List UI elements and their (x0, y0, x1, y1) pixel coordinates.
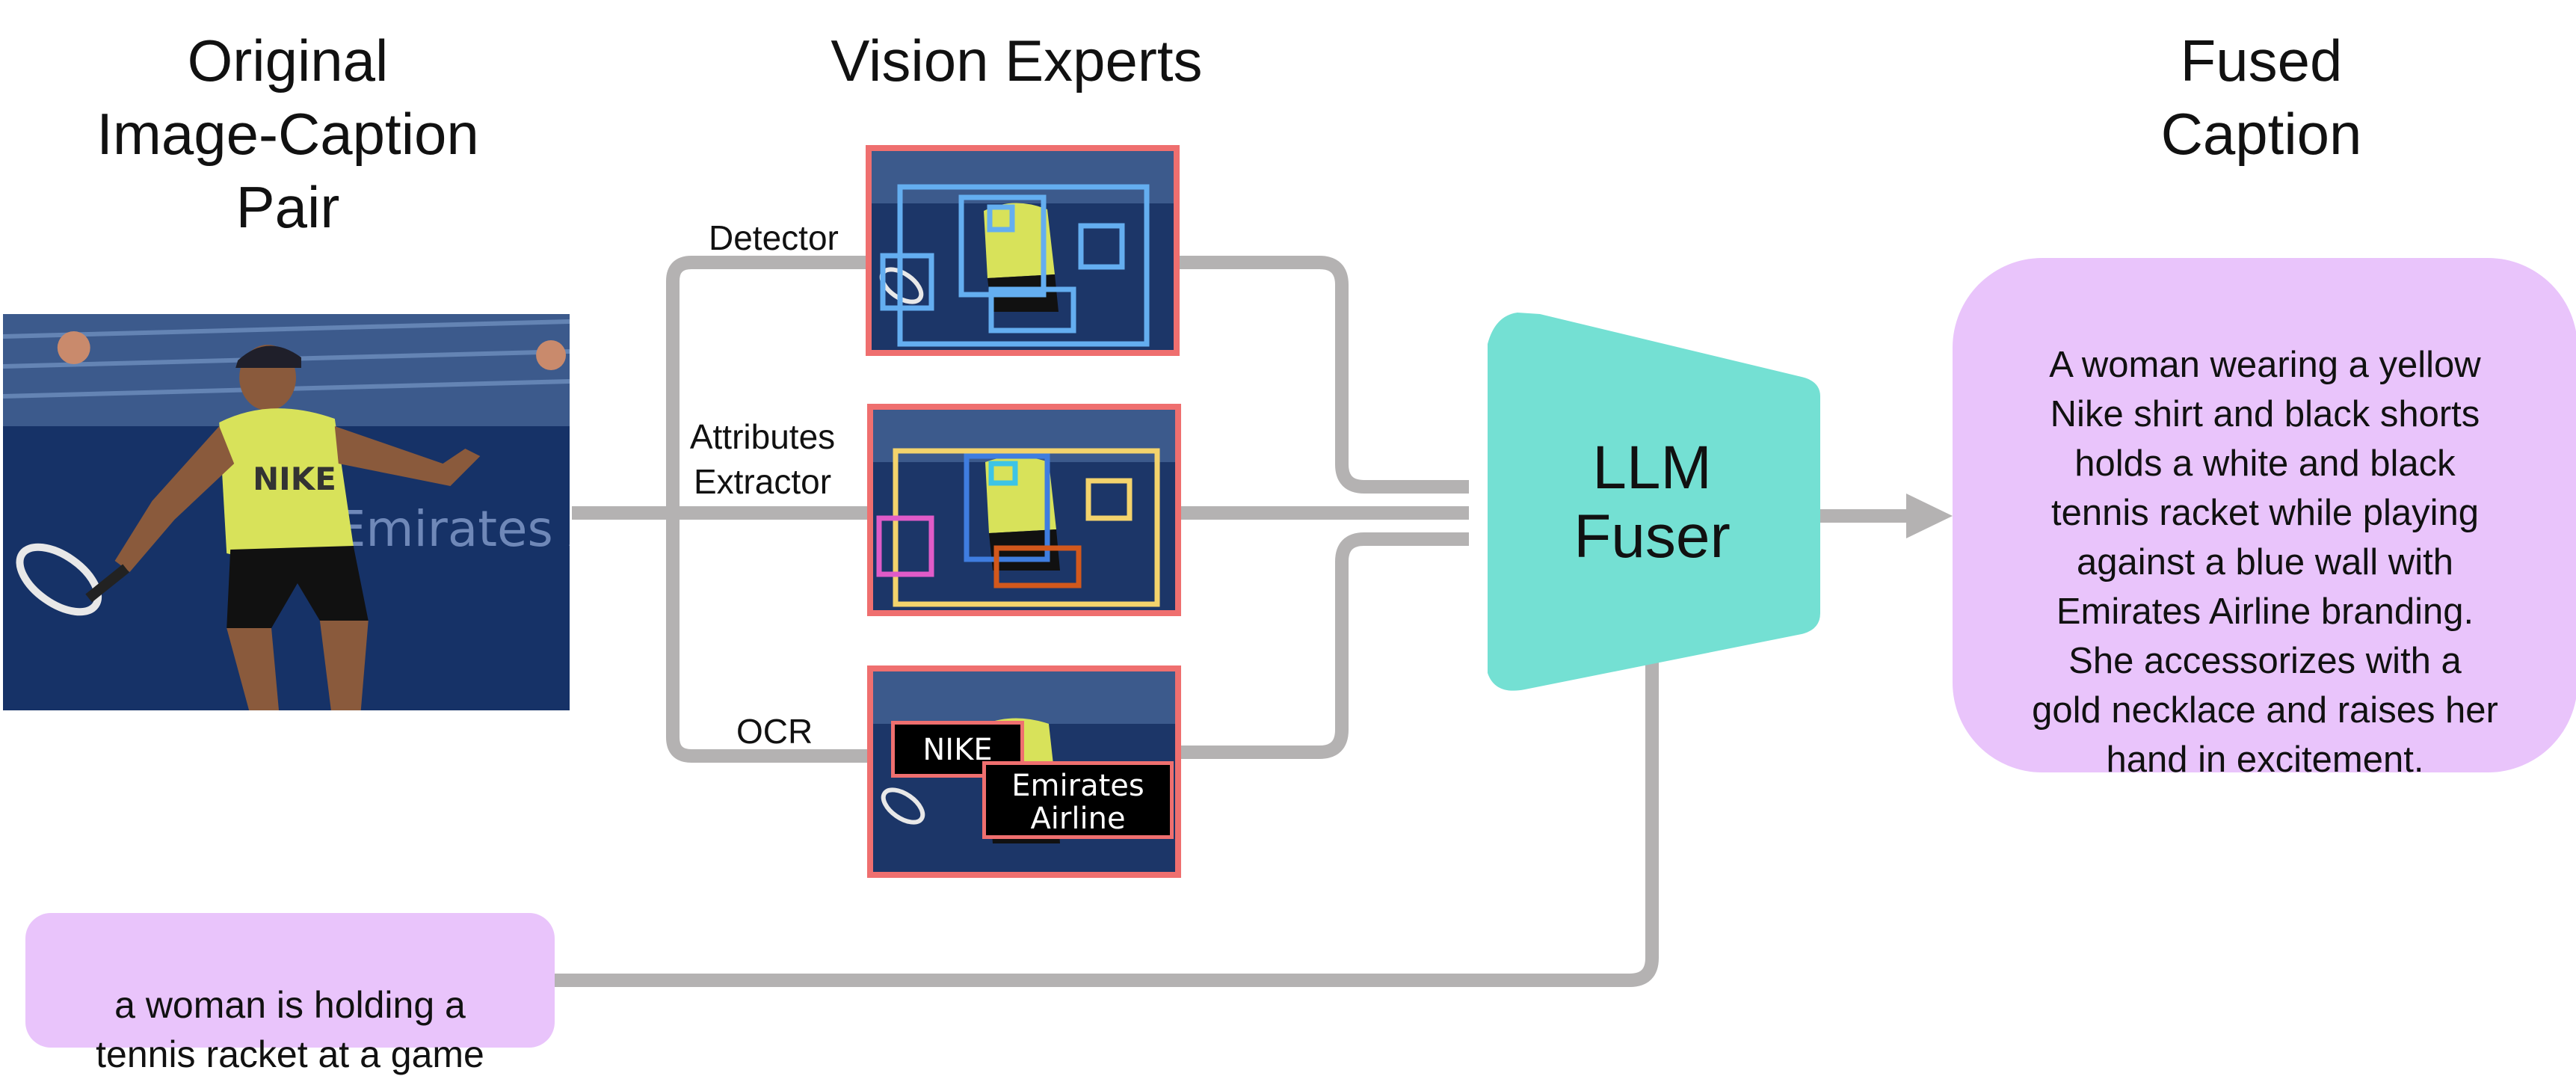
attr-box-magenta (876, 515, 934, 577)
expert-label-detector: Detector (709, 218, 839, 257)
attr-box-yellow (893, 448, 1160, 607)
original-caption-bubble: a woman is holding a tennis racket at a … (25, 913, 555, 1075)
expert-label-ocr: OCR (736, 712, 813, 751)
attr-box-orange (993, 545, 1082, 588)
tennis-player-image: Emirates Airline NIKE (3, 314, 570, 710)
heading-original-pair: Original Image-Caption Pair (96, 28, 479, 240)
fused-caption-bubble: A woman wearing a yellow Nike shirt and … (1953, 258, 2576, 780)
expert-label-attributes: Attributes Extractor (689, 417, 836, 501)
attributes-thumbnail (867, 404, 1181, 616)
heading-vision-experts: Vision Experts (831, 28, 1203, 93)
output-arrowhead (1906, 494, 1953, 538)
ocr-thumbnail: NIKE Emirates Airline (867, 665, 1181, 878)
fused-caption-text: A woman wearing a yellow Nike shirt and … (2032, 345, 2498, 780)
scene-shirt-text: NIKE (253, 461, 336, 497)
scene-banner-text: Emirates Airline (335, 500, 570, 558)
detector-boxes (880, 184, 1150, 347)
connector-caption-to-fuser (555, 658, 1659, 987)
original-photo: Emirates Airline NIKE (3, 314, 570, 710)
ocr-tag-emirates: Emirates Airline (982, 761, 1174, 839)
connector-detector-to-fuser (1180, 256, 1469, 494)
heading-fused-caption: Fused Caption (2160, 28, 2362, 167)
attr-box-hand (1085, 478, 1133, 521)
original-caption-text: a woman is holding a tennis racket at a … (96, 984, 484, 1075)
attr-box-blue (964, 453, 1050, 562)
connector-bus (666, 256, 871, 763)
detector-thumbnail (866, 145, 1180, 356)
llm-fuser-label: LLM Fuser (1574, 434, 1731, 571)
connector-ocr-to-fuser (1180, 532, 1469, 759)
llm-fuser-shape (1488, 313, 1820, 691)
attr-box-cyan (988, 461, 1018, 486)
